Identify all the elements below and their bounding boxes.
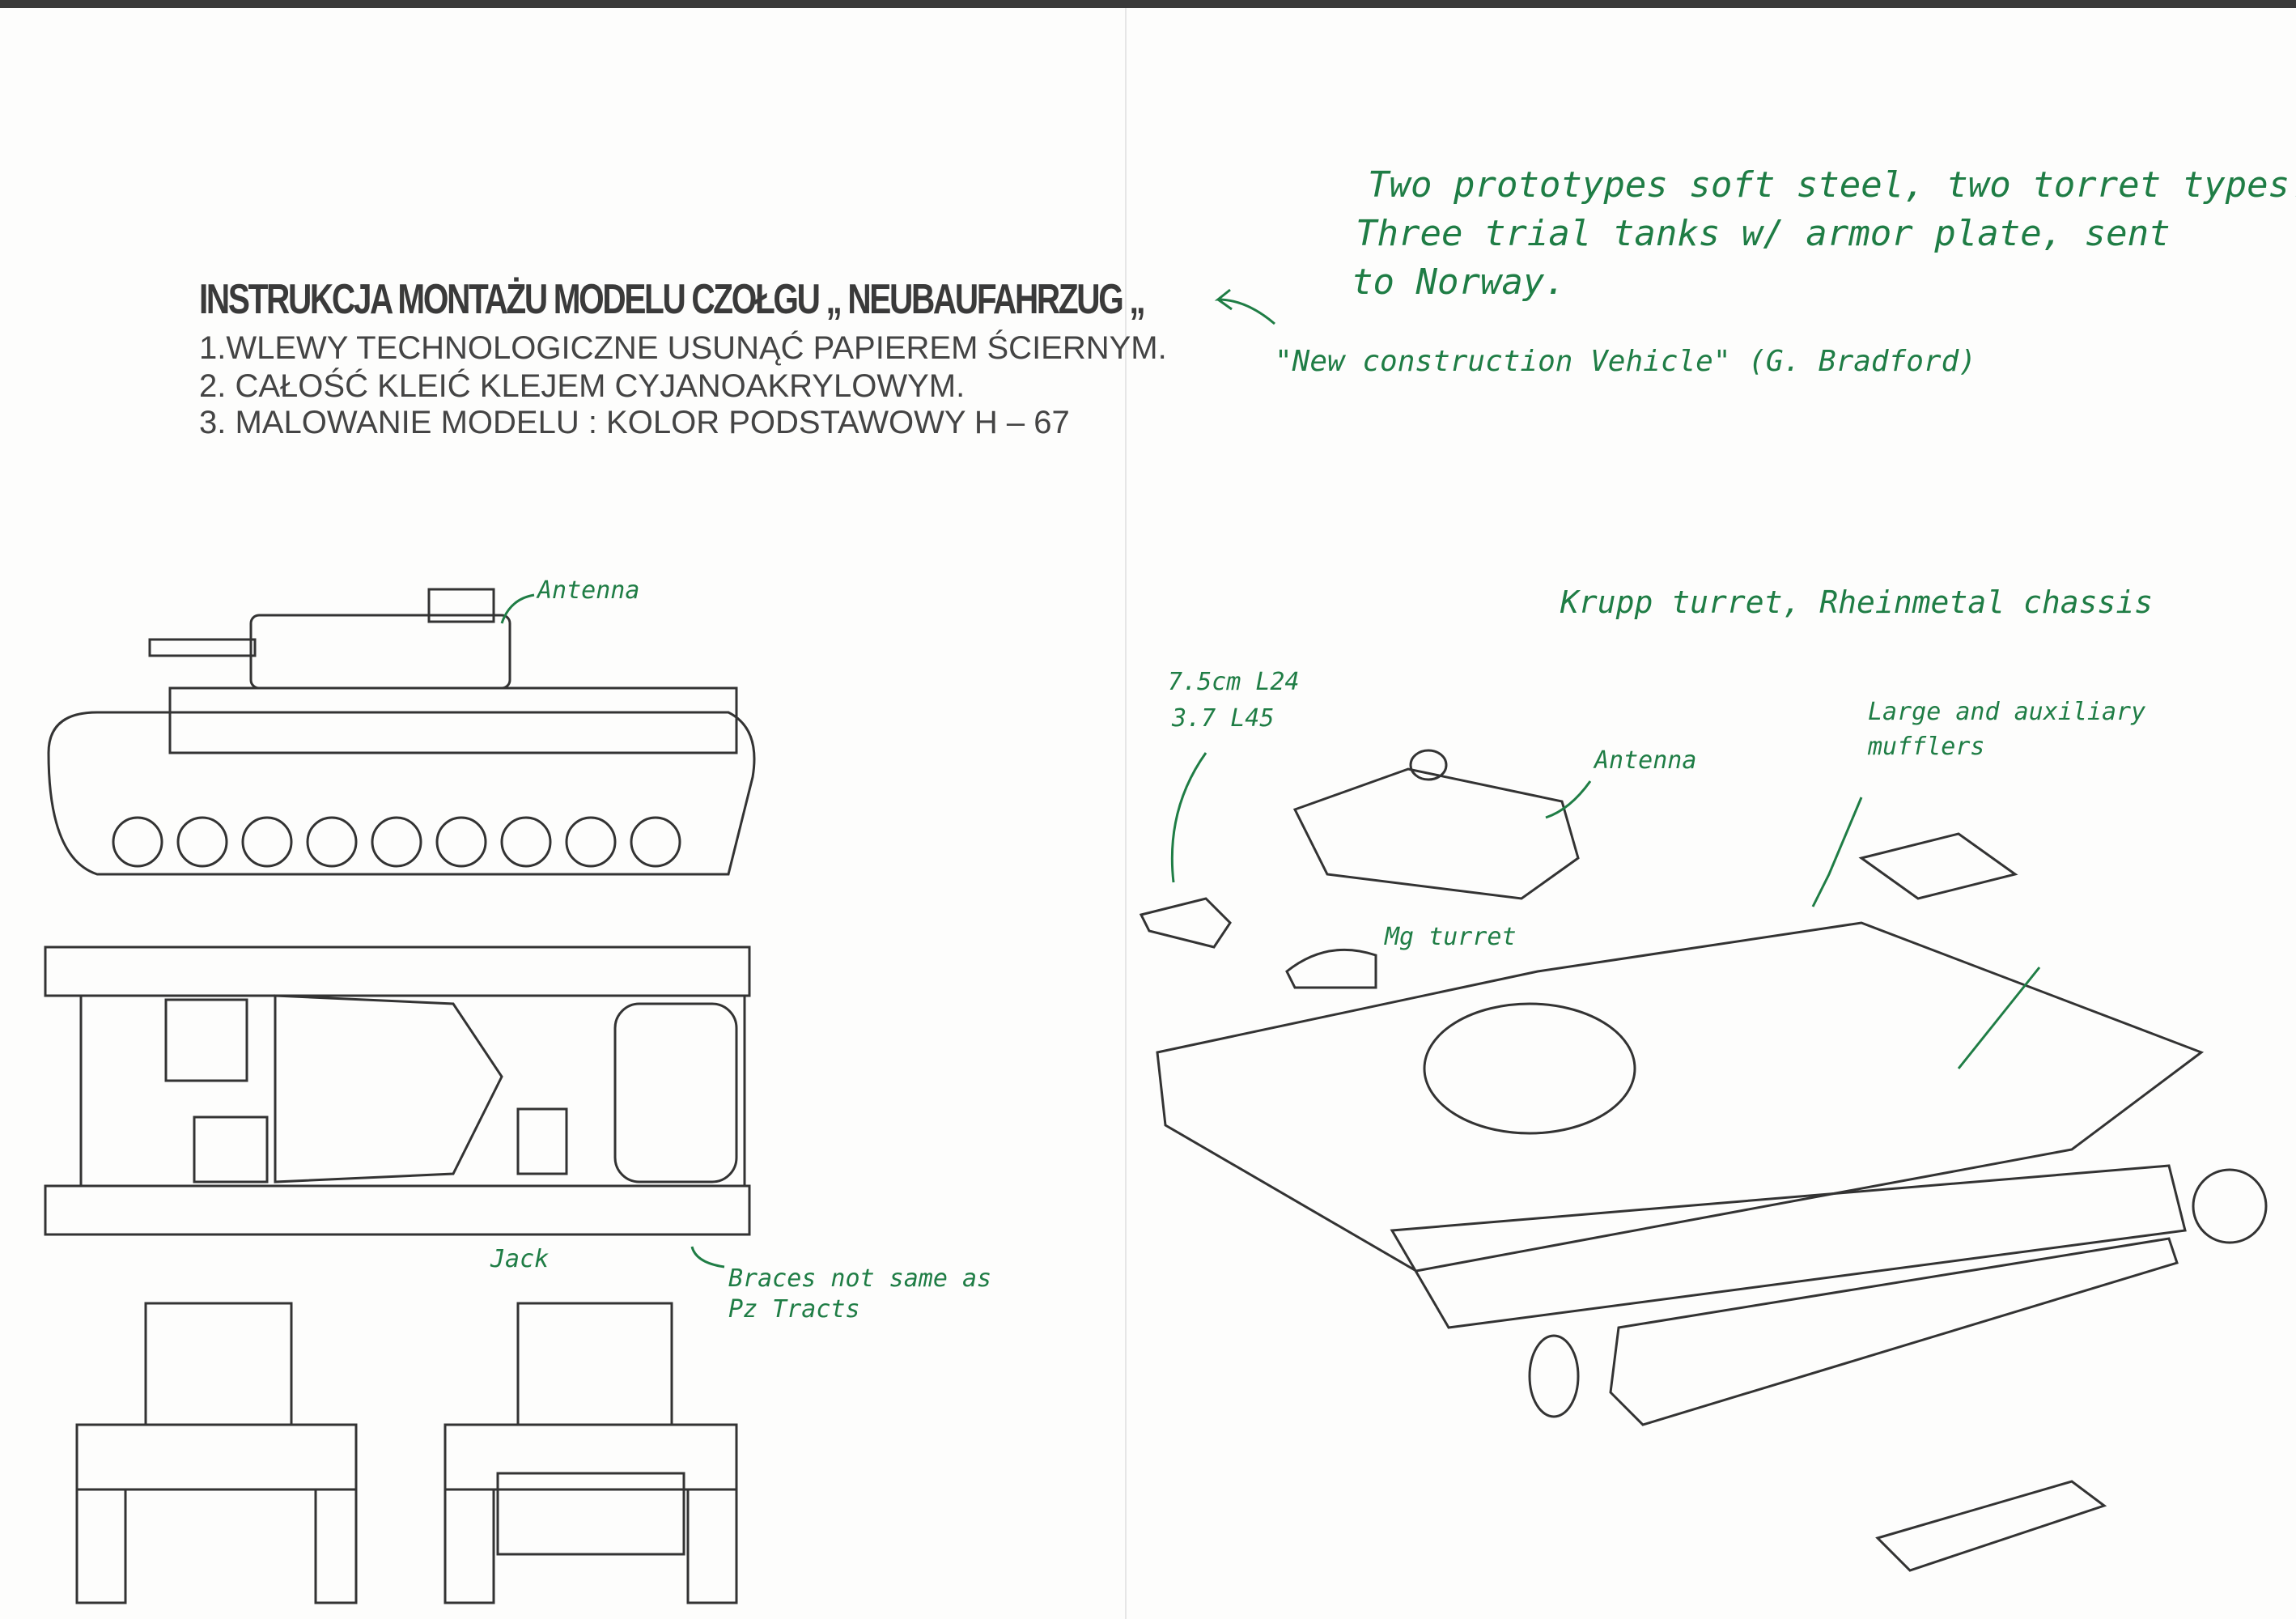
krupp-note: Krupp turret, Rheinmetal chassis <box>1560 584 2154 620</box>
note-line-2: Three trial tanks w/ armor plate, sent <box>1356 213 2171 254</box>
top-view-tank <box>44 945 751 1236</box>
road-wheels <box>112 816 681 868</box>
instruction-1: 1.WLEWY TECHNOLOGICZNE USUNĄĆ PAPIEREM Ś… <box>199 330 1167 366</box>
arrow-icon <box>1214 288 1275 325</box>
braces-label-1: Braces not same as <box>728 1264 992 1293</box>
hull <box>1156 921 2205 1273</box>
note-line-1: Two prototypes soft steel, two torret ty… <box>1368 164 2296 206</box>
arrow-icon <box>500 593 535 624</box>
scan-edge <box>0 0 2296 8</box>
rear-view-tank <box>443 1302 738 1604</box>
note-line-3: to Norway. <box>1352 261 1566 303</box>
mufflers-label-1: Large and auxiliary <box>1868 698 2146 726</box>
mg-turret-label: Mg turret <box>1385 923 1517 951</box>
page-fold <box>1125 8 1127 1619</box>
exploded-view <box>1139 749 2268 1572</box>
suspension-side <box>1609 1237 2179 1426</box>
gun-label-1: 7.5cm L24 <box>1168 668 1300 696</box>
page-title: INSTRUKCJA MONTAŻU MODELU CZOŁGU „ NEUBA… <box>199 276 1146 323</box>
antenna-label-side: Antenna <box>537 576 640 605</box>
arrow-icon <box>1811 797 1863 907</box>
instruction-3: 3. MALOWANIE MODELU : KOLOR PODSTAWOWY H… <box>199 405 1070 440</box>
arrow-icon <box>690 1246 725 1268</box>
front-view-tank <box>75 1302 358 1604</box>
arrow-icon <box>1545 780 1592 819</box>
mufflers-label-2: mufflers <box>1868 733 1985 761</box>
jack-label: Jack <box>490 1245 550 1273</box>
sprocket <box>2192 1168 2268 1244</box>
gun-label-2: 3.7 L45 <box>1172 704 1275 733</box>
main-turret <box>1292 767 1580 900</box>
side-view-tank <box>47 588 756 876</box>
antenna-label-turret: Antenna <box>1594 746 1697 775</box>
gun-mantlet <box>1139 897 1232 949</box>
mg-turret <box>1285 948 1377 989</box>
arrow-icon <box>1170 752 1207 883</box>
translation-note: "New construction Vehicle" (G. Bradford) <box>1275 345 1976 378</box>
instruction-2: 2. CAŁOŚĆ KLEIĆ KLEJEM CYJANOAKRYLOWYM. <box>199 368 966 404</box>
annotation-arrows <box>500 288 2041 1268</box>
braces-label-2: Pz Tracts <box>728 1295 860 1324</box>
arrow-icon <box>1957 967 2041 1069</box>
engine-deck-plate <box>1858 832 2018 900</box>
track-links <box>1875 1480 2107 1572</box>
